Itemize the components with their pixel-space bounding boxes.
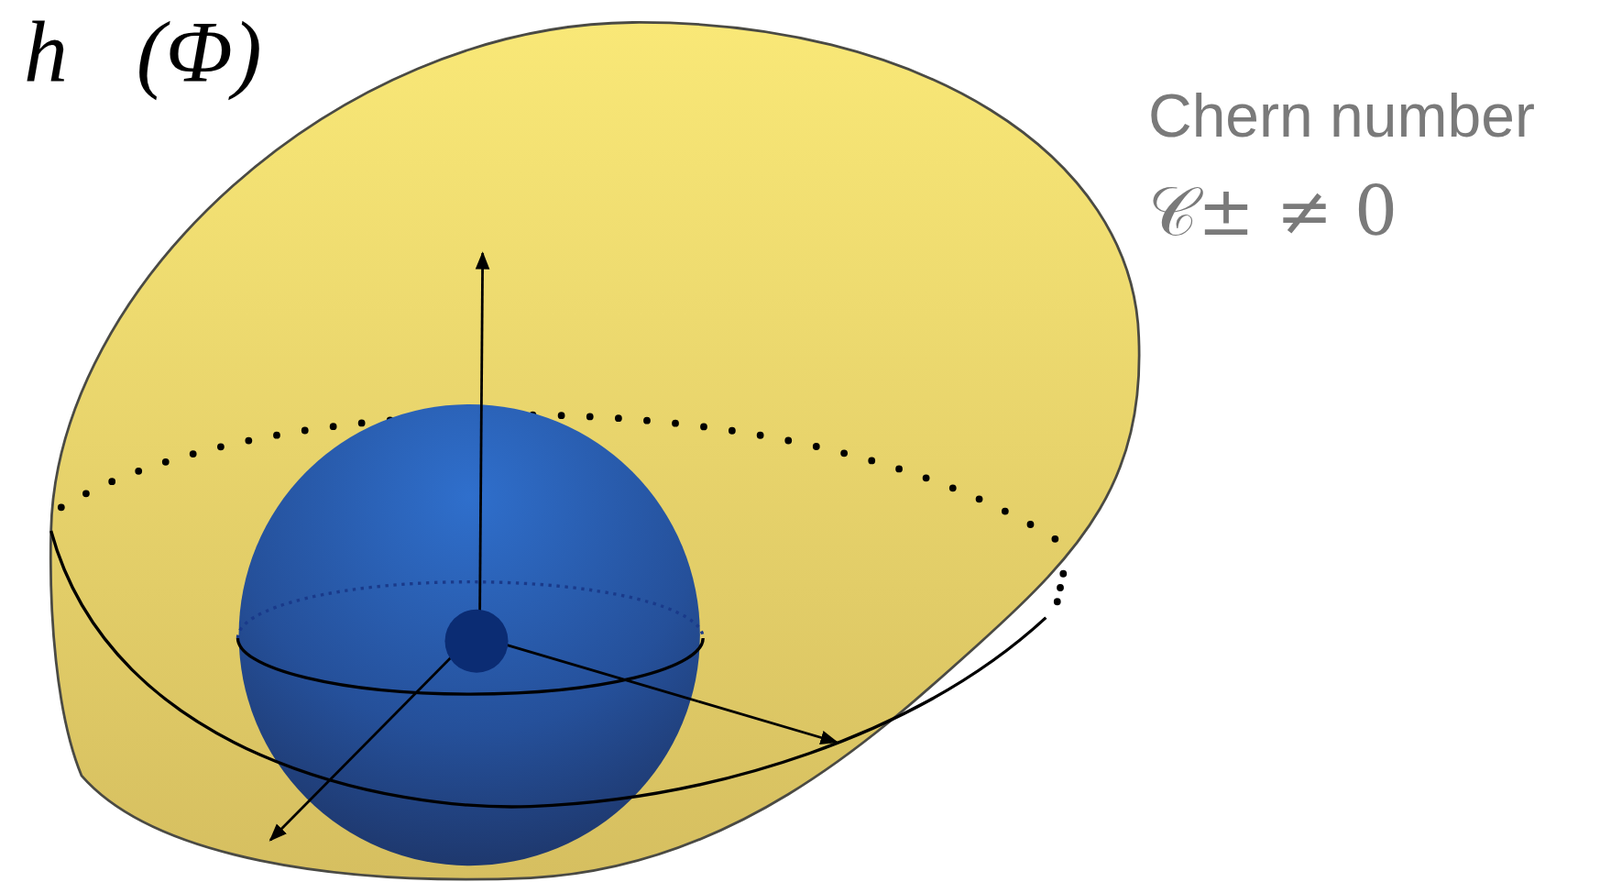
orbit-front xyxy=(51,530,1047,807)
axis-y xyxy=(270,657,451,840)
center-point xyxy=(444,609,508,673)
chern-value: 𝒞± ≠ 0 xyxy=(1148,174,1398,249)
chern-heading: Chern number xyxy=(1148,82,1535,150)
orbit-gap-dots xyxy=(1057,573,1064,603)
axis-z xyxy=(479,252,483,641)
surface-label: h⃗(Φ) xyxy=(23,3,263,101)
yellow-surface xyxy=(50,21,1140,879)
axis-x xyxy=(506,645,837,743)
